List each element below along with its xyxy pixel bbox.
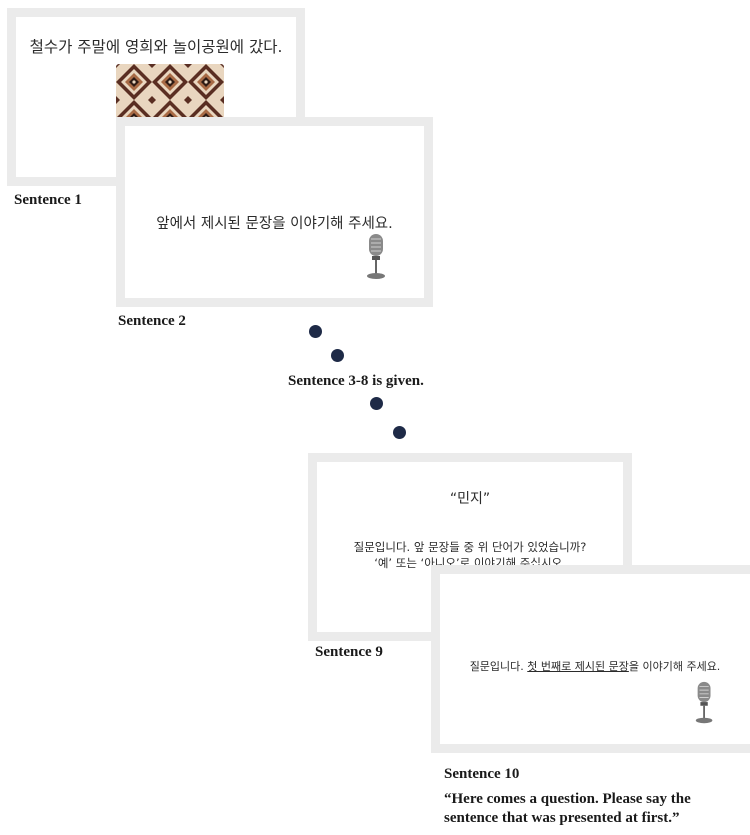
caption-sentence-1: Sentence 1 bbox=[14, 192, 82, 208]
slide-sentence-2: 앞에서 제시된 문장을 이야기해 주세요. bbox=[116, 117, 433, 307]
slide-sentence-10: 질문입니다. 첫 번째로 제시된 문장을 이야기해 주세요. bbox=[431, 565, 750, 753]
caption-sentence-9: Sentence 9 bbox=[315, 644, 383, 660]
question-text-underlined: 첫 번째로 제시된 문장 bbox=[527, 660, 629, 673]
caption-sentences-3-8-given: Sentence 3-8 is given. bbox=[288, 373, 424, 389]
korean-sentence-2: 앞에서 제시된 문장을 이야기해 주세요. bbox=[156, 216, 393, 232]
caption-sentence-10: Sentence 10 bbox=[444, 766, 520, 782]
microphone-icon bbox=[363, 232, 391, 286]
ellipsis-dot-1 bbox=[309, 325, 322, 338]
korean-sentence-1: 철수가 주말에 영희와 놀이공원에 갔다. bbox=[29, 38, 283, 56]
microphone-icon bbox=[692, 680, 718, 730]
question-text-end: 을 이야기해 주세요. bbox=[628, 660, 721, 673]
question-line-1: 질문입니다. 앞 문장들 중 위 단어가 있었습니까? bbox=[353, 540, 587, 554]
slide-2-content: 앞에서 제시된 문장을 이야기해 주세요. bbox=[125, 126, 424, 298]
ellipsis-dot-3 bbox=[370, 397, 383, 410]
slide-10-question: 질문입니다. 첫 번째로 제시된 문장을 이야기해 주세요. bbox=[440, 658, 750, 674]
ellipsis-dot-4 bbox=[393, 426, 406, 439]
question-text-start: 질문입니다. bbox=[469, 660, 528, 673]
caption-quote-line-2: sentence that was presented at first.” bbox=[444, 810, 680, 826]
caption-sentence-2: Sentence 2 bbox=[118, 313, 186, 329]
slide-10-content: 질문입니다. 첫 번째로 제시된 문장을 이야기해 주세요. bbox=[440, 574, 750, 744]
target-word: “민지” bbox=[449, 491, 491, 507]
ellipsis-dot-2 bbox=[331, 349, 344, 362]
caption-quote-line-1: “Here comes a question. Please say the bbox=[444, 791, 691, 807]
